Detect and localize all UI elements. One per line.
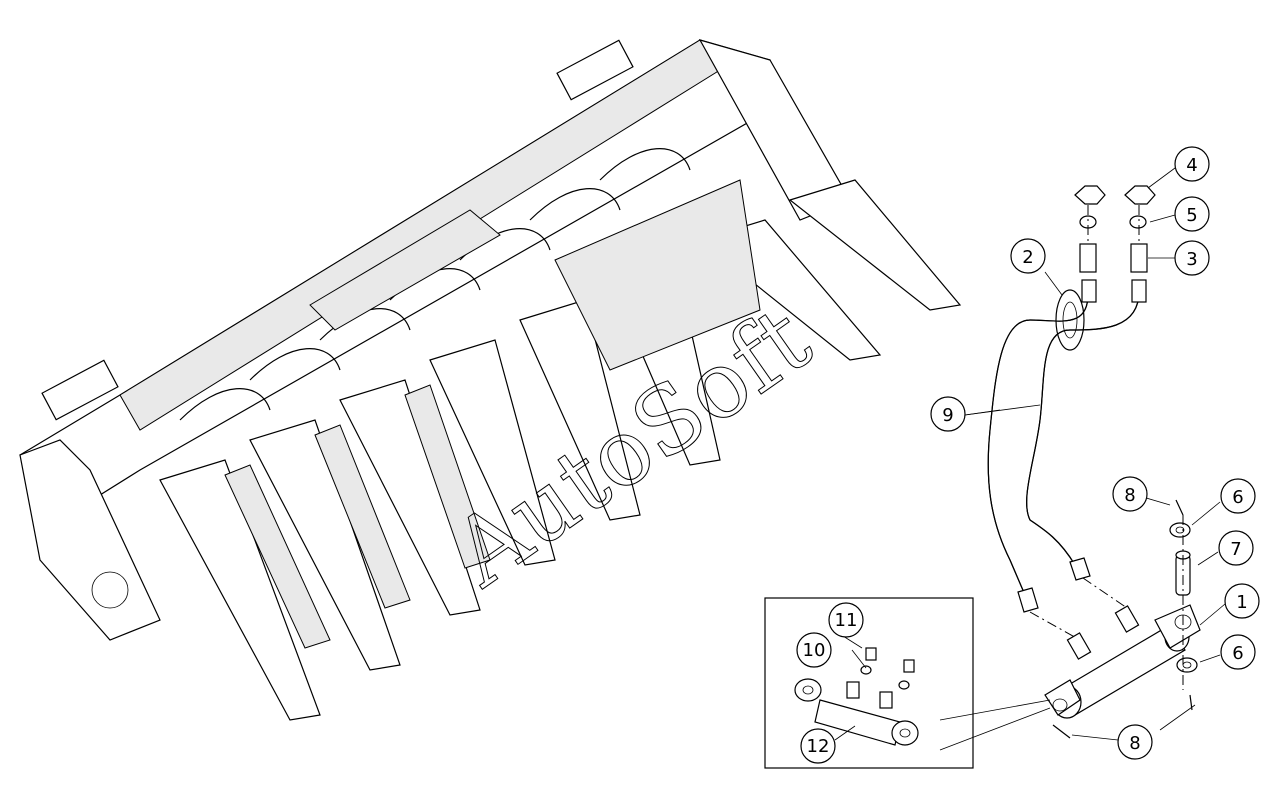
callout-6-bottom: 6 [1220,634,1256,670]
svg-text:3: 3 [1186,249,1197,270]
callout-4: 4 [1174,146,1210,182]
leader-lines [834,167,1226,741]
svg-text:4: 4 [1186,155,1197,176]
callout-9: 9 [930,396,966,432]
svg-text:2: 2 [1022,247,1033,268]
svg-text:10: 10 [803,640,826,661]
callout-8-bottom: 8 [1117,724,1153,760]
svg-text:1: 1 [1236,592,1247,613]
svg-text:11: 11 [835,610,858,631]
svg-text:6: 6 [1232,643,1243,664]
callout-10: 10 [796,632,832,668]
nut-right [1124,185,1156,205]
callout-3: 3 [1174,240,1210,276]
svg-text:7: 7 [1230,539,1241,560]
callout-11: 11 [828,602,864,638]
svg-text:5: 5 [1186,205,1197,226]
callout-1: 1 [1224,583,1260,619]
callout-6-top: 6 [1220,478,1256,514]
corn-header-assembly [19,39,962,721]
inset-detail [764,597,1051,769]
callout-7: 7 [1218,530,1254,566]
nut-left [1074,185,1106,205]
hydraulic-parts [987,185,1201,739]
svg-text:9: 9 [942,405,953,426]
callout-8-top: 8 [1112,476,1148,512]
callout-2: 2 [1010,238,1046,274]
hydraulic-cylinder [1044,604,1201,719]
svg-text:6: 6 [1232,487,1243,508]
svg-text:8: 8 [1129,733,1140,754]
callout-12: 12 [800,728,836,764]
callout-5: 5 [1174,196,1210,232]
svg-text:12: 12 [807,736,830,757]
svg-text:8: 8 [1124,485,1135,506]
